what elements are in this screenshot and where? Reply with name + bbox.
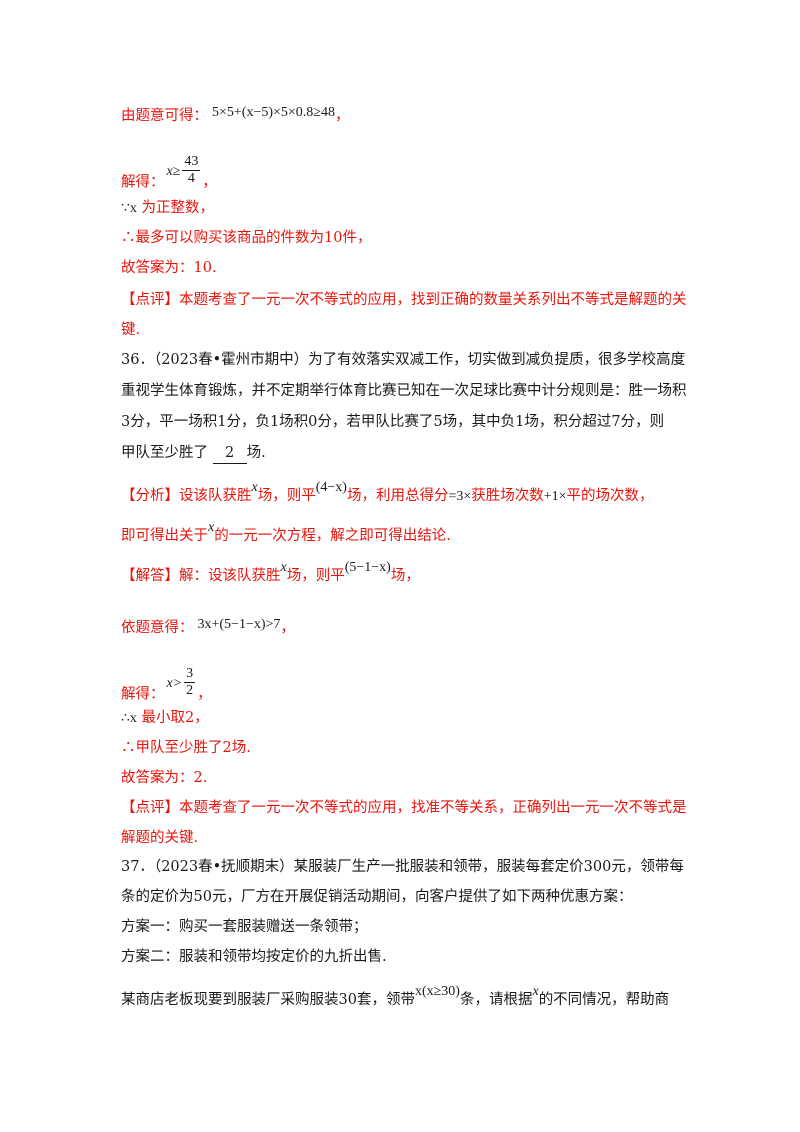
analysis-math-1: (4−x) bbox=[315, 480, 347, 495]
solve-variable: x> bbox=[166, 675, 183, 691]
analysis-line2-part-b: 的一元一次方程，解之即可得出结论. bbox=[214, 528, 451, 544]
problem37-plan1: 方案一：购买一套服装赠送一条领带； bbox=[121, 919, 368, 935]
analysis-part-a: 【分析】设该队获胜 bbox=[121, 488, 252, 504]
analysis-math-3: +1× bbox=[543, 489, 567, 504]
min-text: 最小取2， bbox=[136, 710, 209, 726]
problem37-line5-part-c: 的不同情况，帮助商 bbox=[538, 992, 670, 1008]
answer-part-b: 场，则平 bbox=[286, 568, 345, 584]
solution36-equation-line: 依题意得：3x+(5−1−x)>7， bbox=[121, 617, 295, 639]
problem37-line5-part-b: 条，请根据 bbox=[459, 992, 533, 1008]
analysis-line2-variable: x bbox=[208, 520, 215, 535]
solve-prefix: 解得： bbox=[121, 174, 165, 191]
problem37-line5-math: x(x≥30) bbox=[414, 984, 460, 999]
problem36-line4-suffix: 场. bbox=[246, 445, 266, 461]
answer-part-c: 场， bbox=[390, 568, 420, 584]
solution36-min-line: ∴x 最小取2， bbox=[121, 708, 209, 729]
answer-part-a: 【解答】解：设该队获胜 bbox=[121, 568, 281, 584]
solution36-final-answer-line: 故答案为：2. bbox=[121, 770, 208, 786]
integer-text: 为正整数， bbox=[136, 200, 215, 216]
solution36-comment-line1: 【点评】本题考查了一元一次不等式的应用，找准不等关系，正确列出一元一次不等式是 bbox=[121, 800, 687, 816]
answer-blank: 2 bbox=[212, 443, 247, 464]
problem37-line5-part-a: 某商店老板现要到服装厂采购服装30套，领带 bbox=[121, 992, 415, 1008]
therefore-x-math: ∴x bbox=[121, 711, 137, 726]
problem37-line2: 条的定价为50元，厂方在开展促销活动期间，向客户提供了如下两种优惠方案： bbox=[121, 889, 633, 905]
solution35-integer-line: ∵x 为正整数， bbox=[121, 198, 214, 219]
solve-suffix: ， bbox=[202, 174, 217, 191]
problem36-line1: 36．（2023春•霍州市期中）为了有效落实双减工作，切实做到减负提质，很多学校… bbox=[121, 352, 686, 368]
problem37-line5: 某商店老板现要到服装厂采购服装30套，领带x(x≥30)条，请根据x的不同情况，… bbox=[121, 984, 670, 1011]
answer-math: (5−1−x) bbox=[344, 560, 391, 575]
because-x-math: ∵x bbox=[121, 201, 137, 216]
analysis-variable: x bbox=[251, 480, 258, 495]
problem37-plan2: 方案二：服装和领带均按定价的九折出售. bbox=[121, 949, 387, 965]
equation-suffix: ， bbox=[335, 108, 350, 124]
fraction-denominator: 4 bbox=[187, 171, 195, 186]
equation-math: 3x+(5−1−x)>7 bbox=[197, 617, 281, 632]
solution36-conclusion-line: ∴甲队至少胜了2场. bbox=[121, 740, 251, 756]
analysis-part-c: 场，利用总得分 bbox=[346, 488, 449, 504]
solve-variable: x≥ bbox=[166, 163, 181, 179]
analysis-line2-part-a: 即可得出关于 bbox=[121, 528, 208, 544]
analysis-math-2: =3× bbox=[448, 489, 472, 504]
fraction-numerator: 43 bbox=[182, 154, 201, 171]
fraction-numerator: 3 bbox=[184, 666, 196, 683]
answer-variable: x bbox=[280, 560, 287, 575]
problem37-line1: 37．（2023春•抚顺期末）某服装厂生产一批服装和领带，服装每套定价300元，… bbox=[121, 859, 684, 875]
solution36-analysis-line2: 即可得出关于x的一元一次方程，解之即可得出结论. bbox=[121, 520, 451, 547]
problem36-line4-prefix: 甲队至少胜了 bbox=[121, 445, 213, 461]
equation-suffix: ， bbox=[280, 620, 295, 636]
solution36-analysis-line1: 【分析】设该队获胜x场，则平(4−x)场，利用总得分=3×获胜场次数+1×平的场… bbox=[121, 480, 654, 507]
problem36-line3: 3分，平一场积1分，负1场积0分，若甲队比赛了5场，其中负1场，积分超过7分，则 bbox=[121, 414, 665, 430]
equation-prefix: 依题意得： bbox=[121, 620, 194, 636]
solution36-answer-line: 【解答】解：设该队获胜x场，则平(5−1−x)场， bbox=[121, 560, 420, 587]
solution35-answer-line: 故答案为：10. bbox=[121, 260, 217, 276]
solution35-max-line: ∴最多可以购买该商品的件数为10件， bbox=[121, 230, 372, 246]
analysis-part-d: 获胜场次数 bbox=[471, 488, 544, 504]
solution36-comment-line2: 解题的关键. bbox=[121, 830, 199, 846]
problem36-line2: 重视学生体育锻炼，并不定期举行体育比赛已知在一次足球比赛中计分规则是：胜一场积 bbox=[121, 383, 687, 399]
solution35-comment-line1: 【点评】本题考查了一元一次不等式的应用，找到正确的数量关系列出不等式是解题的关 bbox=[121, 292, 687, 308]
fraction-denominator: 2 bbox=[186, 683, 194, 698]
inequality-math: 5×5+(x−5)×5×0.8≥48 bbox=[212, 105, 335, 120]
analysis-part-b: 场，则平 bbox=[257, 488, 316, 504]
analysis-part-e: 平的场次数， bbox=[566, 488, 654, 504]
solve-suffix: ， bbox=[197, 686, 212, 703]
solution35-equation-line: 由题意可得： 5×5+(x−5)×5×0.8≥48， bbox=[121, 105, 350, 127]
problem37-line5-variable: x bbox=[532, 984, 539, 999]
solve-prefix: 解得： bbox=[121, 686, 165, 703]
solution35-comment-line2: 键. bbox=[121, 322, 141, 338]
equation-prefix: 由题意可得： bbox=[121, 108, 208, 124]
